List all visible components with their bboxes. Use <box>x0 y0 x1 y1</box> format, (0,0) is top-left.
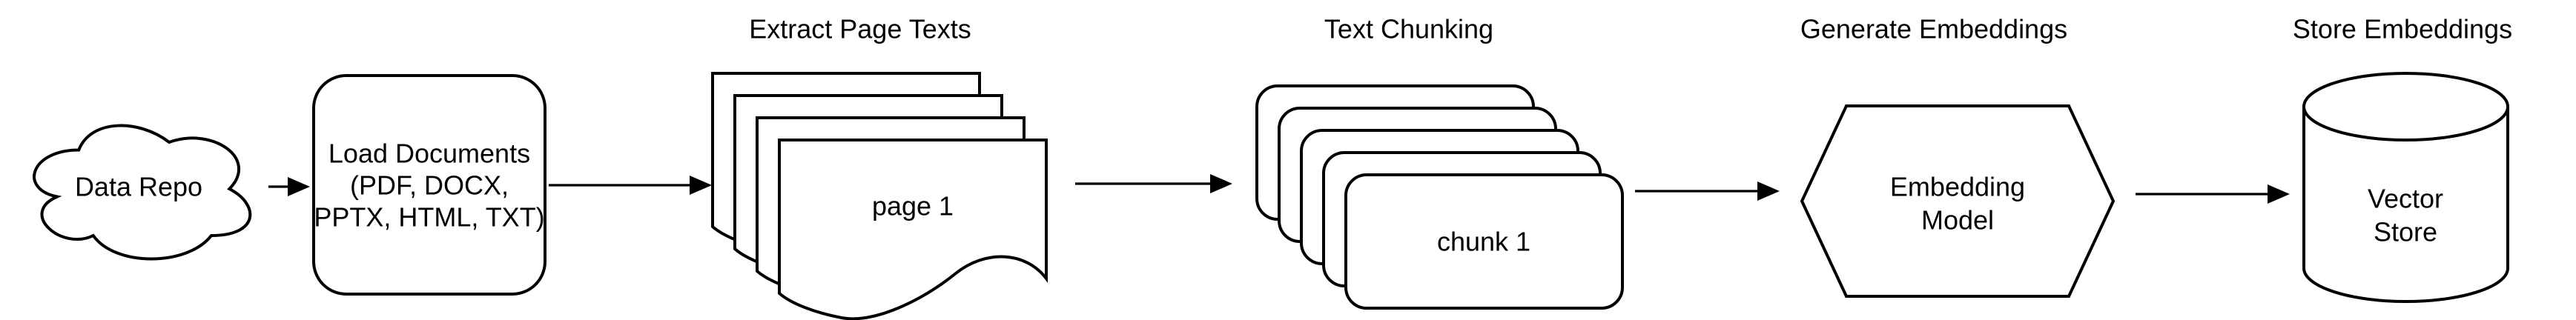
vector-store-line1: Vector <box>2368 184 2443 214</box>
load-documents-line3: PPTX, HTML, TXT) <box>314 202 544 233</box>
data-repo-cloud-shape <box>33 124 252 261</box>
arrow-chunks-to-embedding-model <box>1635 181 1780 201</box>
stage-label-generate: Generate Embeddings <box>1800 14 2067 44</box>
vector-store-top <box>2302 72 2509 141</box>
vector-store-body <box>2302 107 2509 303</box>
chunk-front <box>1344 173 1624 310</box>
embedding-model-hexagon <box>1800 104 2116 298</box>
page-stack: page 1 <box>711 72 1048 320</box>
load-documents-box <box>312 74 546 296</box>
stage-label-store: Store Embeddings <box>2293 14 2512 44</box>
arrow-load-documents-to-pages <box>549 176 712 195</box>
arrow-pages-to-chunks <box>1075 174 1232 193</box>
embedding-model-line2: Model <box>1921 205 1994 236</box>
load-documents-line1: Load Documents <box>328 139 530 169</box>
vector-store-cylinder: Vector Store <box>2302 72 2509 303</box>
stage-label-extract: Extract Page Texts <box>749 14 971 44</box>
arrow-embedding-model-to-vector-store <box>2136 184 2290 204</box>
page-front-label: page 1 <box>872 191 954 221</box>
vector-store-line2: Store <box>2374 217 2437 247</box>
load-documents-line2: (PDF, DOCX, <box>350 170 509 201</box>
page-document-front <box>778 139 1048 320</box>
data-repo-label: Data Repo <box>75 172 202 202</box>
stage-label-chunking: Text Chunking <box>1324 14 1493 44</box>
arrow-data-repo-to-load-documents <box>268 177 310 196</box>
chunk-front-label: chunk 1 <box>1437 227 1530 257</box>
chunk-stack: chunk 1 <box>1255 84 1624 310</box>
embedding-model-line1: Embedding <box>1890 172 2025 202</box>
